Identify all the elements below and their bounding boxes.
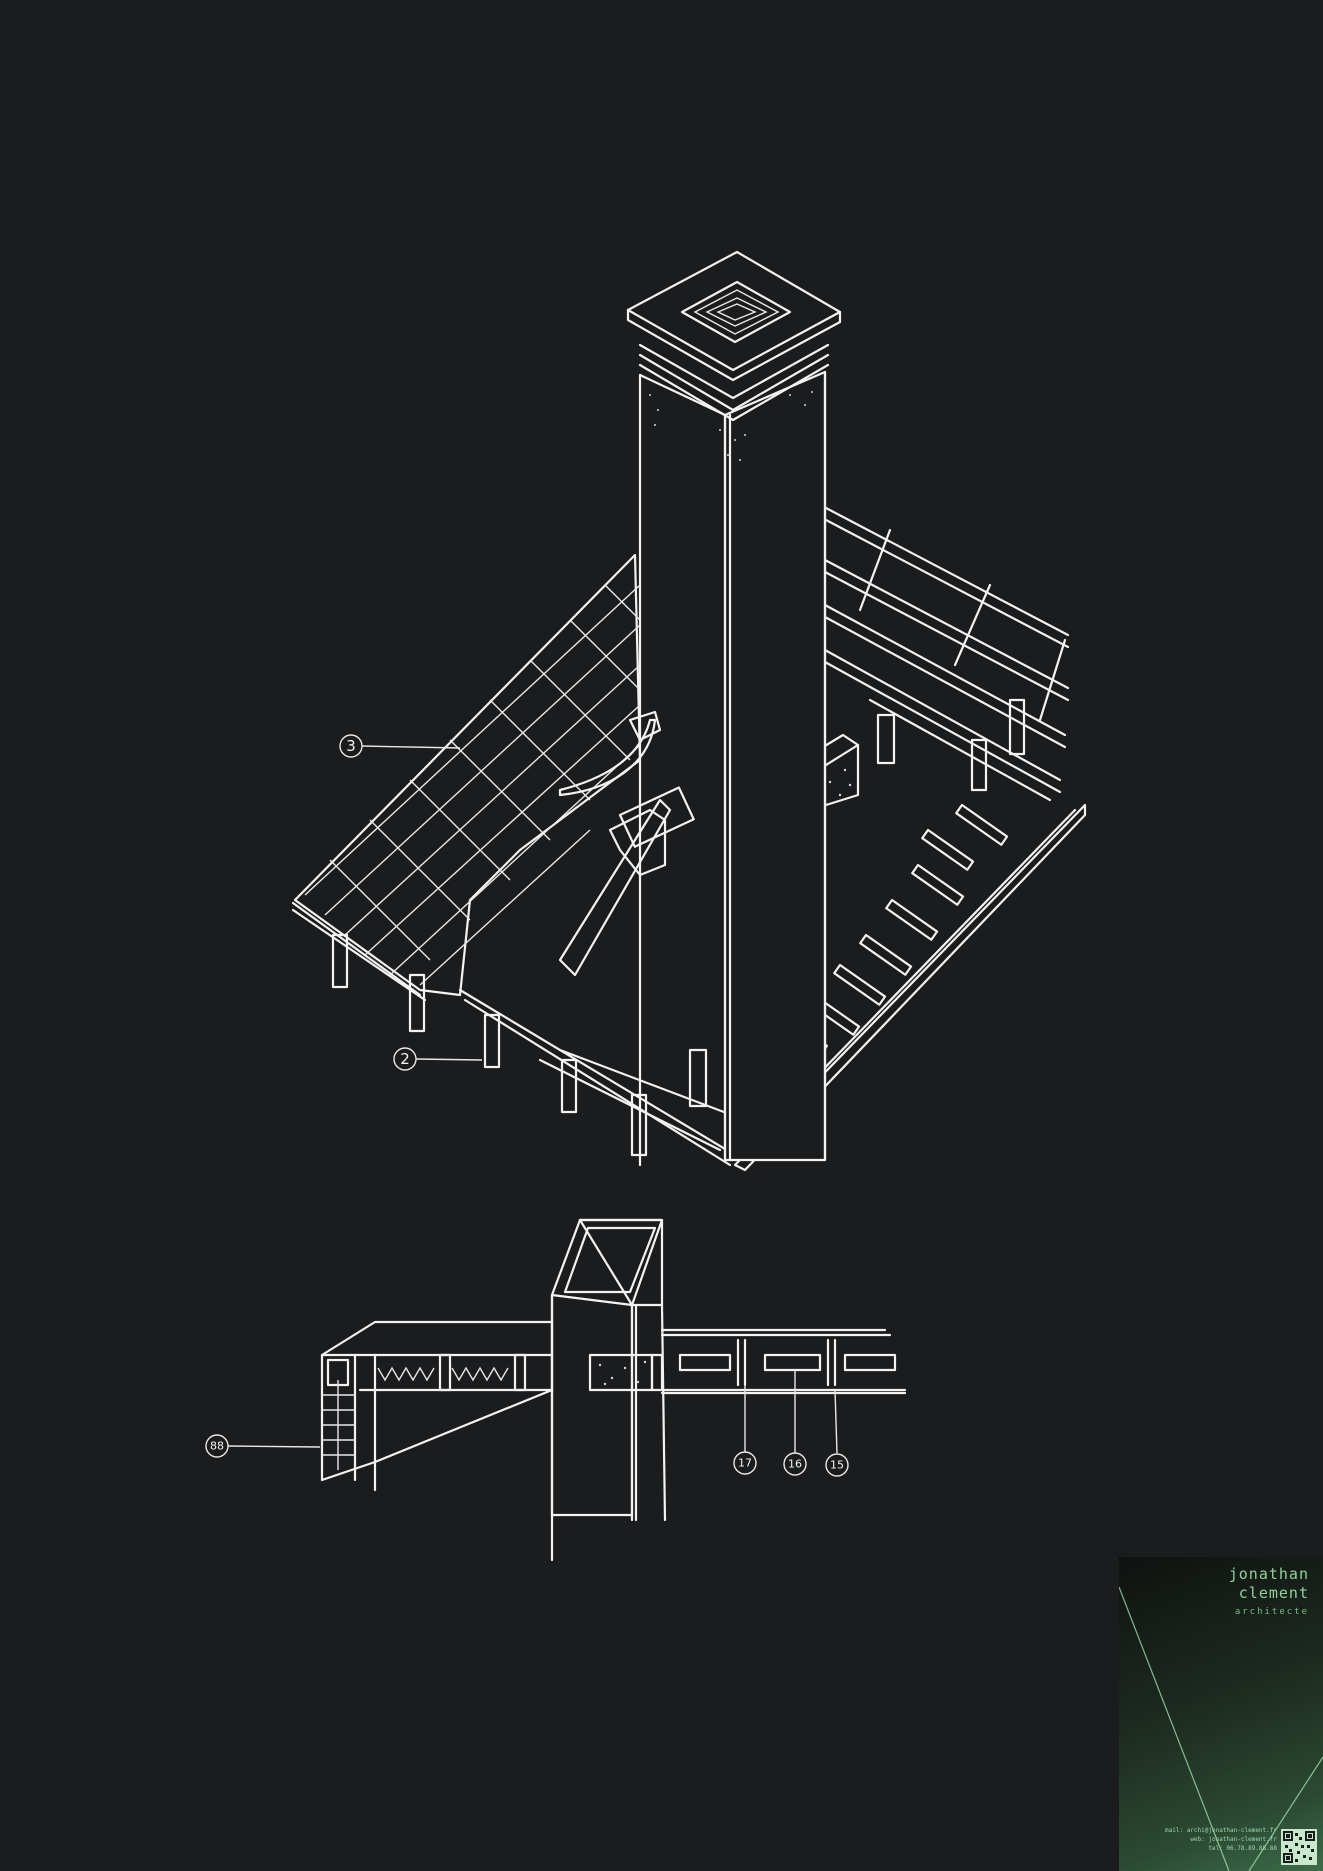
contact-web[interactable]: web: jonathan-clement.fr [1190, 1836, 1277, 1843]
callout-88: 88 [205, 1434, 321, 1458]
callout-15-label: 15 [830, 1459, 844, 1472]
chimney-shaft [638, 370, 827, 1167]
callout-17: 17 [733, 1385, 757, 1475]
left-battens [458, 798, 747, 1167]
callout-3: 3 [339, 734, 461, 758]
floor-chimney-section: 88 17 16 15 [205, 1218, 907, 1562]
architect-last-name: clement [1238, 1584, 1309, 1602]
title-block-decor-lines [1119, 1586, 1323, 1871]
callout-2: 2 [393, 1047, 483, 1071]
callout-17-label: 17 [738, 1457, 752, 1470]
contact-tel: tel: 06.78.89.88.88 [1208, 1845, 1277, 1852]
callout-16: 16 [783, 1370, 807, 1476]
callout-2-label: 2 [400, 1050, 410, 1068]
callout-15: 15 [825, 1389, 849, 1477]
callout-3-label: 3 [346, 737, 356, 755]
right-roof-framing [823, 506, 1070, 802]
contact-mail[interactable]: mail: archi@jonathan-clement.fr [1165, 1827, 1277, 1834]
architect-first-name: jonathan [1228, 1565, 1309, 1583]
callout-16-label: 16 [788, 1458, 802, 1471]
chimney-section-lower [550, 1218, 667, 1562]
right-floor-slab [588, 1328, 907, 1395]
title-block: jonathan clement architecte mail: archi@… [1119, 1557, 1323, 1871]
chimney-cap [626, 250, 842, 422]
qr-code-icon[interactable] [1281, 1829, 1317, 1865]
left-floor-slab [320, 1320, 554, 1492]
tiled-roof-left [291, 553, 642, 1002]
roof-chimney-axonometric: 3 2 [291, 250, 1087, 1172]
flashing-piece [558, 710, 695, 877]
callout-88-label: 88 [210, 1440, 224, 1453]
architect-role: architecte [1234, 1607, 1309, 1617]
